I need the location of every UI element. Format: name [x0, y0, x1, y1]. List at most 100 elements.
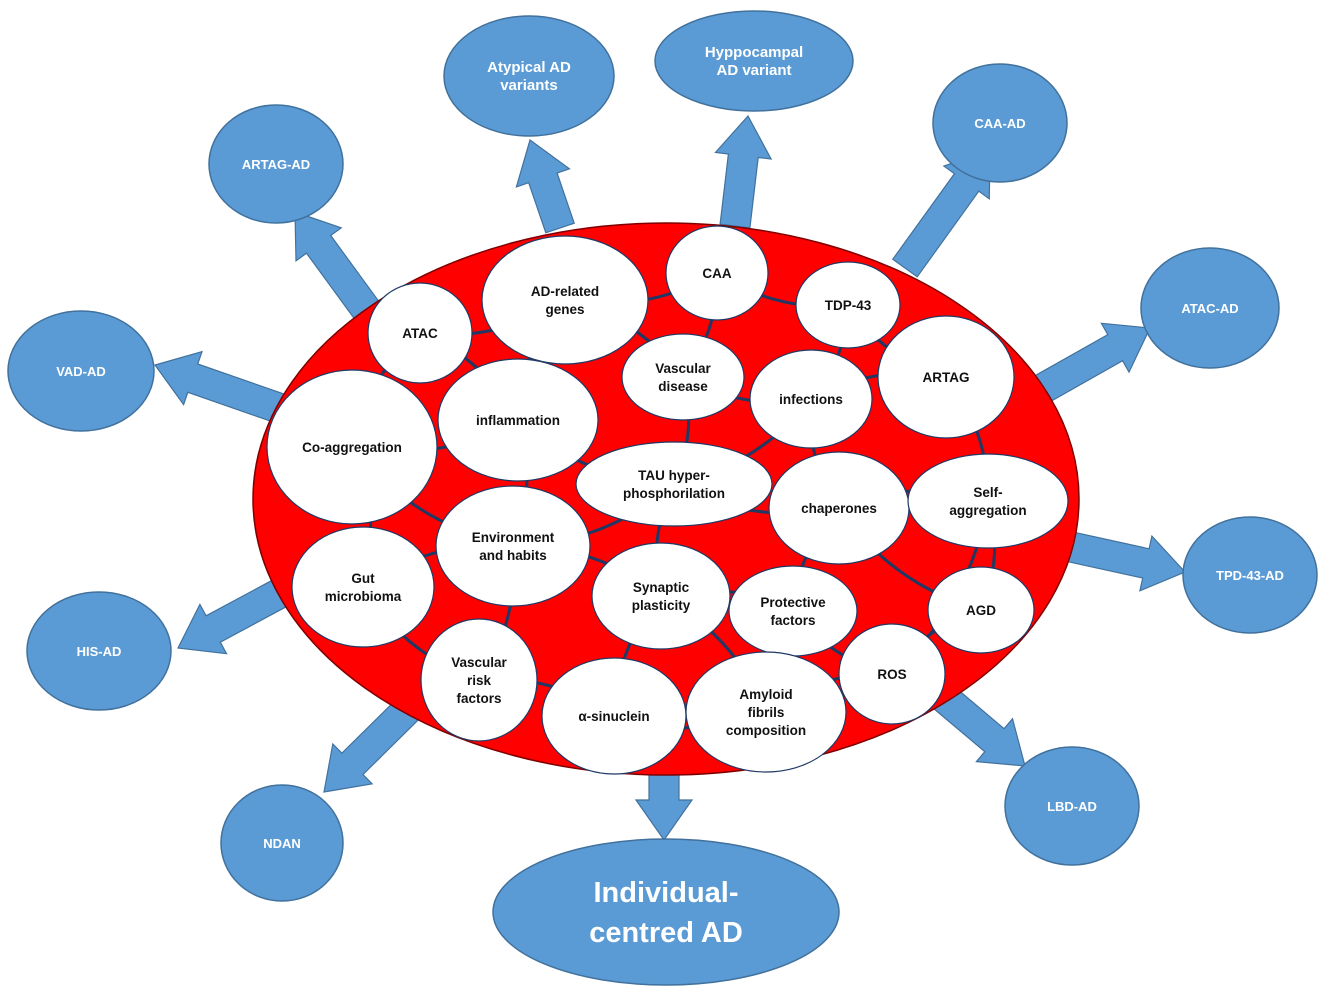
factor-ellipse	[749, 349, 873, 449]
factor-ellipse	[435, 485, 591, 607]
arrow-to-artag-ad	[294, 211, 381, 322]
outcome-ellipse	[932, 63, 1068, 183]
factor-node-ros: ROS	[838, 623, 946, 725]
factor-label: inflammation	[476, 413, 560, 428]
factor-label: ARTAG	[923, 370, 970, 385]
outcome-label: NDAN	[263, 836, 301, 851]
outcome-ellipse	[1004, 746, 1140, 866]
arrow-to-atac-ad	[1026, 322, 1151, 407]
outcome-node-caa-ad: CAA-AD	[932, 63, 1068, 183]
factor-ellipse	[621, 333, 745, 421]
factor-ellipse	[838, 623, 946, 725]
factor-ellipse	[927, 566, 1035, 654]
factor-label: TDP-43	[825, 298, 872, 313]
factor-node-artag: ARTAG	[877, 315, 1015, 439]
factor-ellipse	[877, 315, 1015, 439]
factor-label: ATAC	[402, 326, 438, 341]
factor-ellipse	[575, 441, 773, 527]
factor-ellipse	[728, 565, 858, 657]
factor-node-sinuclein: α-sinuclein	[541, 657, 687, 775]
factor-label: Co-aggregation	[302, 440, 402, 455]
outcome-ellipse	[654, 10, 854, 112]
factor-label: α-sinuclein	[578, 709, 649, 724]
outcome-label: VAD-AD	[56, 364, 106, 379]
outcome-ellipse	[26, 591, 172, 711]
factor-ellipse	[481, 235, 649, 365]
arrow-to-atypical-ad-variants	[515, 139, 575, 234]
factor-label: Self-aggregation	[949, 485, 1026, 518]
outcome-ellipse	[443, 15, 615, 137]
outcome-label: CAA-AD	[974, 116, 1025, 131]
factor-ellipse	[907, 453, 1069, 549]
outcome-node-individual-centred-ad: Individual-centred AD	[492, 838, 840, 986]
factor-node-infections: infections	[749, 349, 873, 449]
outcome-node-atac-ad: ATAC-AD	[1140, 247, 1280, 369]
factor-ellipse	[266, 369, 438, 525]
factor-label: chaperones	[801, 501, 877, 516]
outcome-node-tpd-43-ad: TPD-43-AD	[1182, 516, 1318, 634]
factor-node-caa: CAA	[665, 225, 769, 321]
factor-label: infections	[779, 392, 843, 407]
factor-node-inflammation: inflammation	[437, 358, 599, 482]
outcome-ellipse	[208, 104, 344, 224]
factor-ellipse	[367, 282, 473, 384]
factor-ellipse	[591, 542, 731, 650]
factor-node-co-aggregation: Co-aggregation	[266, 369, 438, 525]
outcome-label: HIS-AD	[77, 644, 122, 659]
arrow-to-individual-centred-ad	[634, 774, 694, 842]
factor-ellipse	[420, 618, 538, 742]
arrow-to-tpd-43-ad	[1058, 529, 1187, 592]
outcome-label: LBD-AD	[1047, 799, 1097, 814]
factor-node-atac: ATAC	[367, 282, 473, 384]
factor-node-self-aggregation: Self-aggregation	[907, 453, 1069, 549]
factor-ellipse	[665, 225, 769, 321]
factor-ellipse	[291, 526, 435, 648]
outcome-ellipse	[1140, 247, 1280, 369]
factor-node-tau-hyper-phosphorilation: TAU hyper-phosphorilation	[575, 441, 773, 527]
outcome-node-ndan: NDAN	[220, 784, 344, 902]
outcome-label: ARTAG-AD	[242, 157, 310, 172]
arrow-to-vad-ad	[154, 350, 296, 427]
arrows-layer	[154, 114, 1187, 842]
outcome-ellipse	[7, 310, 155, 432]
factor-ellipse	[685, 651, 847, 773]
factor-label: AGD	[966, 603, 996, 618]
factor-label: ROS	[877, 667, 906, 682]
factor-ellipse	[795, 261, 901, 349]
factor-node-tdp-43: TDP-43	[795, 261, 901, 349]
arrow-to-ndan	[323, 692, 425, 793]
factor-node-agd: AGD	[927, 566, 1035, 654]
arrow-to-hyppocampal-ad-variant	[714, 114, 773, 229]
outcome-node-lbd-ad: LBD-AD	[1004, 746, 1140, 866]
outcome-node-vad-ad: VAD-AD	[7, 310, 155, 432]
outcome-node-his-ad: HIS-AD	[26, 591, 172, 711]
outcome-label: Individual-centred AD	[589, 877, 743, 949]
outcome-ellipse	[1182, 516, 1318, 634]
factor-label: CAA	[702, 266, 731, 281]
outcome-label: TPD-43-AD	[1216, 568, 1284, 583]
outcome-ellipse	[492, 838, 840, 986]
factor-node-chaperones: chaperones	[768, 451, 910, 565]
